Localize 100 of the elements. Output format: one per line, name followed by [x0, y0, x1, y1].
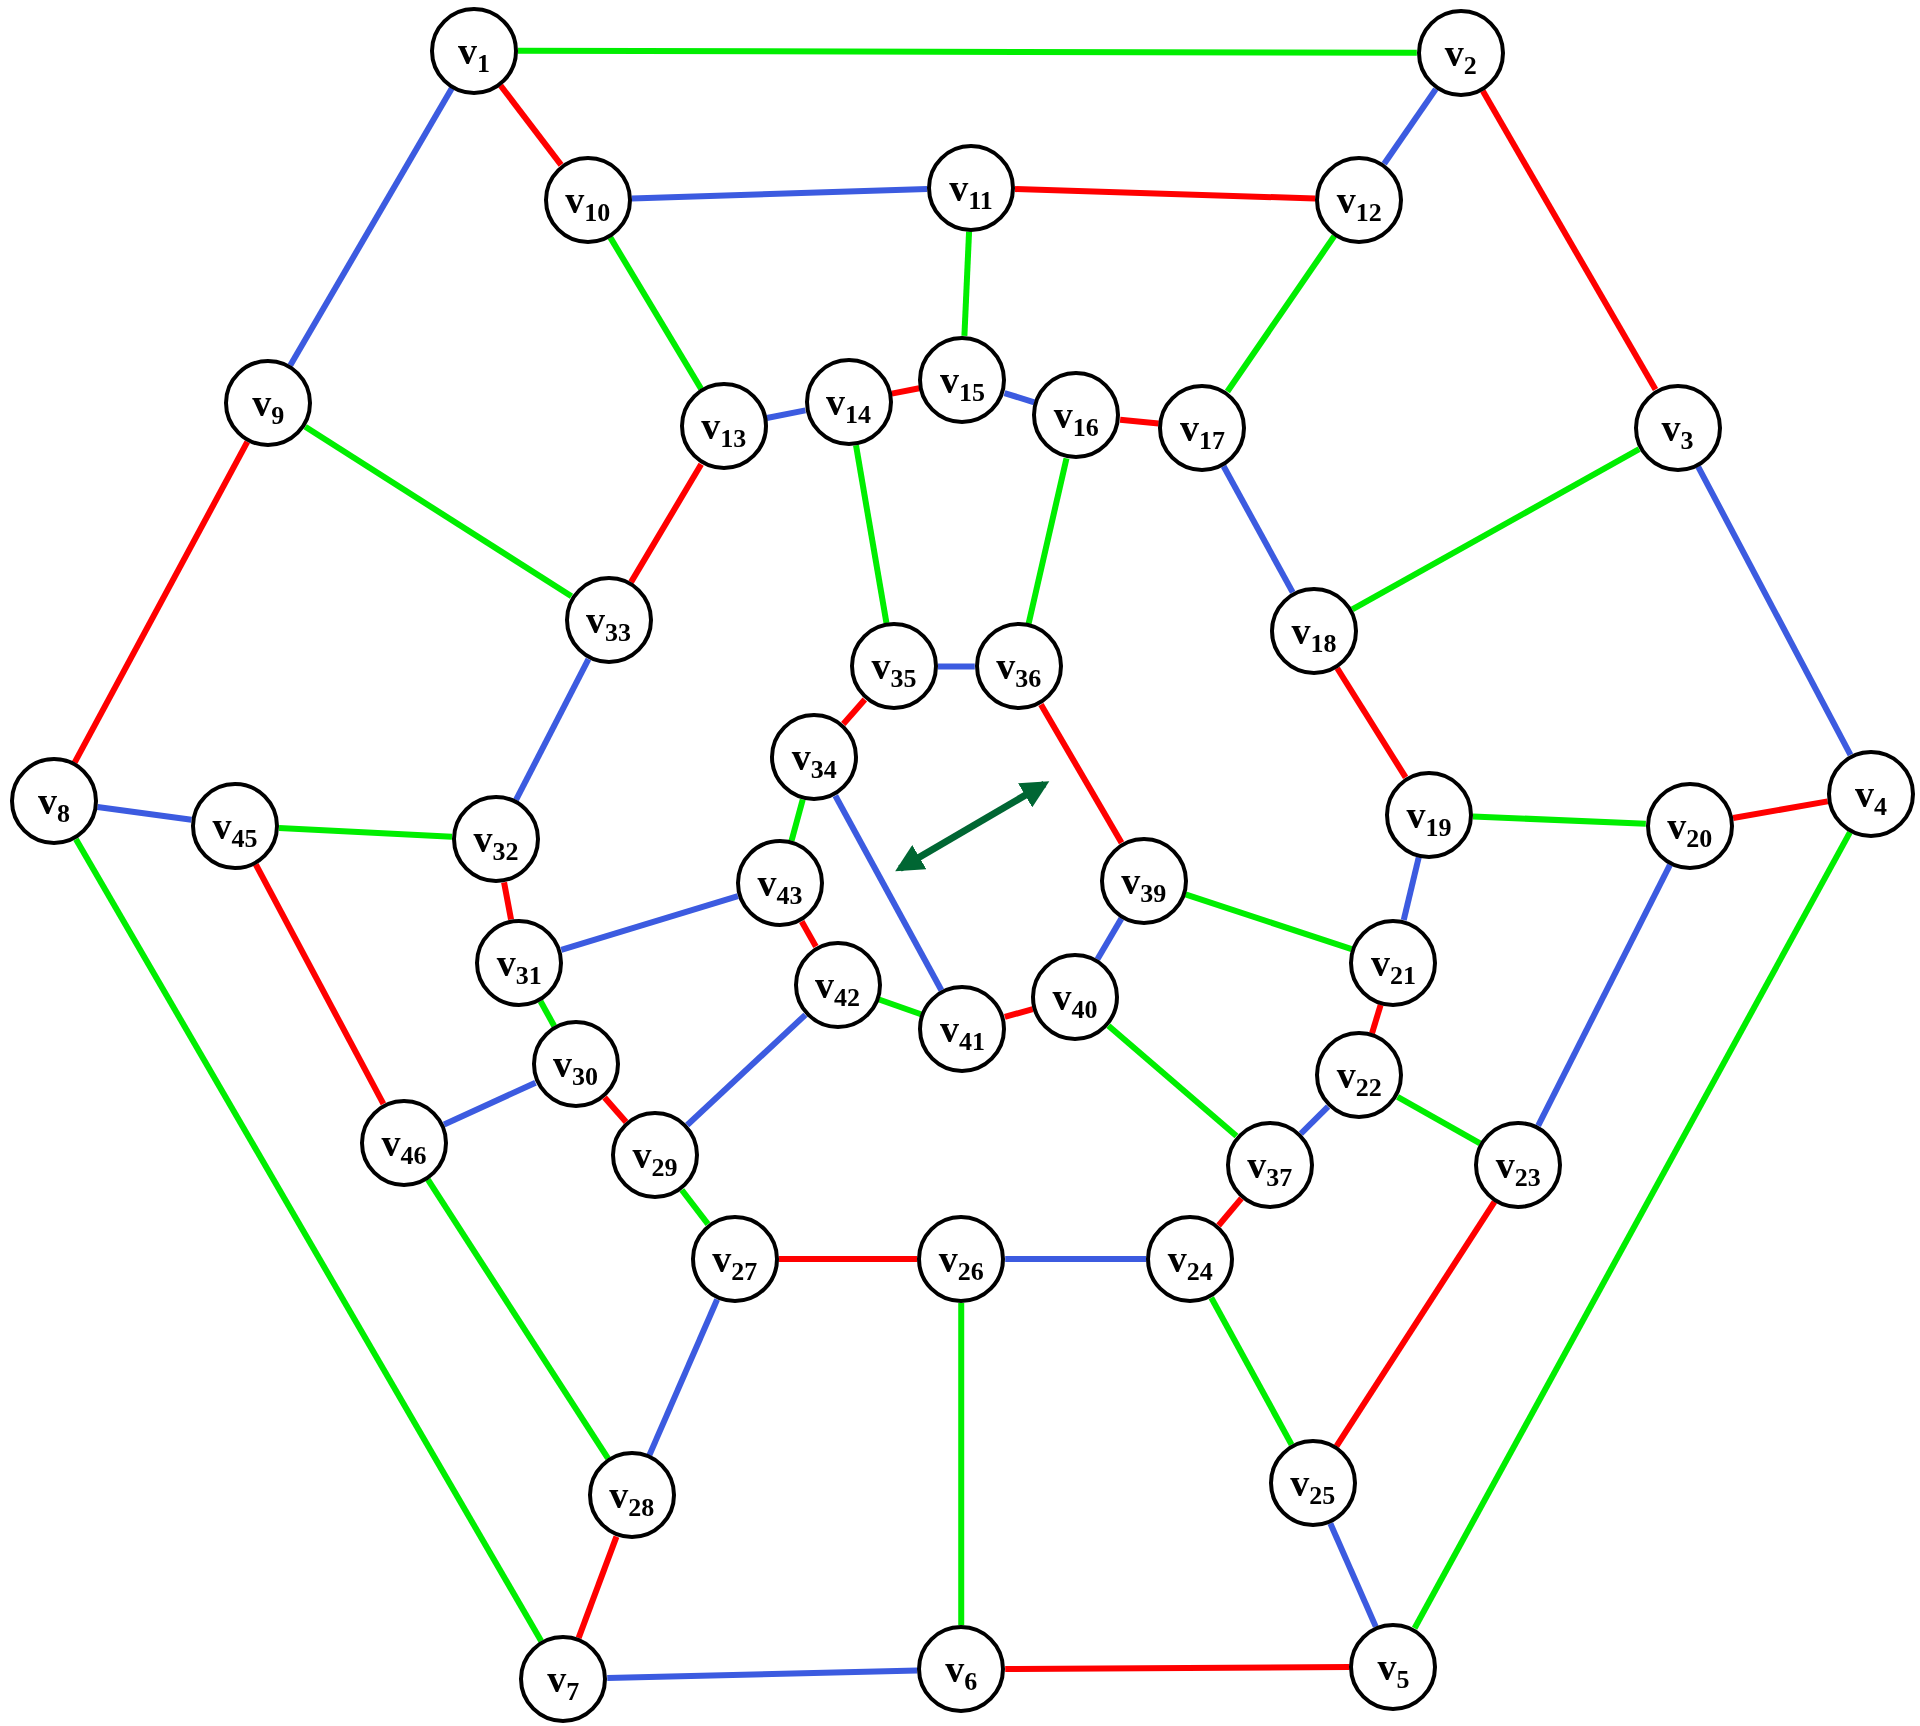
graph-edge — [72, 440, 250, 764]
graph-edge — [1003, 1006, 1034, 1020]
graph-edge — [1334, 1200, 1497, 1448]
graph-edge — [303, 424, 574, 599]
vertex-label: v$_{5}$ — [1377, 1647, 1410, 1686]
graph-edge — [1003, 390, 1036, 406]
graph-edge — [1350, 446, 1641, 613]
vertex-label: v$_{2}$ — [1444, 33, 1477, 72]
vertex-label: v$_{33}$ — [586, 600, 632, 639]
graph-edge — [832, 794, 945, 992]
vertex-label: v$_{27}$ — [712, 1240, 758, 1279]
graph-edge — [560, 893, 739, 953]
graph-edge — [1472, 813, 1646, 827]
graph-edge — [628, 462, 704, 584]
graph-edge — [517, 47, 1417, 56]
vertex-label: v$_{34}$ — [791, 738, 837, 777]
graph-edge — [778, 1256, 918, 1263]
vertex-label: v$_{29}$ — [632, 1136, 678, 1174]
vertex-label: v$_{26}$ — [938, 1240, 984, 1279]
graph-edge — [1038, 702, 1125, 845]
graph-edge — [1369, 1004, 1384, 1035]
vertex-label: v$_{7}$ — [547, 1660, 580, 1699]
graph-edge — [498, 83, 564, 167]
graph-edge — [1216, 1196, 1244, 1228]
vertex-label: v$_{35}$ — [871, 647, 917, 686]
graph-edge — [891, 385, 920, 397]
vertex-label: v$_{18}$ — [1291, 611, 1337, 650]
graph-edge — [602, 1095, 629, 1124]
vertex-label: v$_{15}$ — [939, 360, 985, 399]
graph-edge — [537, 999, 557, 1028]
vertex-label: v$_{6}$ — [945, 1650, 978, 1689]
vertex-label: v$_{19}$ — [1406, 795, 1452, 834]
vertex-label: v$_{31}$ — [496, 943, 542, 982]
graph-edge — [788, 798, 806, 842]
graph-edge — [1400, 856, 1422, 921]
graph-edge — [1094, 917, 1124, 961]
vertex-label: v$_{17}$ — [1179, 408, 1225, 447]
graph-edge — [1381, 87, 1439, 166]
graph-edge — [287, 87, 455, 367]
graph-edge — [1208, 1296, 1295, 1446]
vertex-label: v$_{14}$ — [826, 382, 872, 421]
graph-edge — [853, 444, 890, 624]
graph-edge — [1396, 1094, 1482, 1146]
vertex-label: v$_{37}$ — [1247, 1145, 1293, 1184]
graph-edge — [607, 1667, 918, 1681]
graph-edge — [425, 1178, 611, 1461]
graph-edge — [958, 1303, 965, 1626]
vertex-label: v$_{40}$ — [1052, 978, 1098, 1017]
graph-edge — [1732, 798, 1829, 821]
vertex-label: v$_{13}$ — [701, 407, 747, 446]
vertex-label: v$_{25}$ — [1290, 1464, 1336, 1503]
vertex-label: v$_{46}$ — [381, 1123, 427, 1162]
graph-edge — [937, 663, 975, 670]
vertex-label: v$_{9}$ — [252, 384, 285, 423]
vertex-label: v$_{43}$ — [757, 864, 803, 903]
vertex-label: v$_{21}$ — [1370, 943, 1416, 982]
graph-edge — [278, 824, 453, 840]
vertex-label: v$_{20}$ — [1667, 806, 1713, 845]
vertex-label: v$_{28}$ — [609, 1476, 655, 1515]
vertex-circle — [1225, 1120, 1314, 1209]
vertex-label: v$_{23}$ — [1495, 1145, 1541, 1184]
vertex-label: v$_{45}$ — [212, 806, 258, 845]
graph-edge — [799, 920, 819, 948]
vertex-label: v$_{39}$ — [1121, 861, 1167, 900]
graph-edge — [1220, 464, 1296, 594]
graph-edge — [685, 1012, 808, 1128]
graph-edge — [1184, 891, 1353, 952]
graph-edge — [841, 697, 868, 726]
graph-edge — [766, 407, 806, 421]
graph-edge — [575, 1535, 620, 1639]
graph-edge — [631, 186, 928, 202]
vertex-label: v$_{4}$ — [1855, 774, 1887, 813]
graph-edge — [1014, 186, 1316, 202]
vertex-label: v$_{12}$ — [1336, 180, 1382, 219]
graph-edge — [97, 804, 192, 823]
graph-edge — [1334, 666, 1409, 779]
graph-edge — [1695, 465, 1854, 757]
graph-edge — [1224, 234, 1337, 394]
vertex-label: v$_{3}$ — [1661, 408, 1694, 447]
graph-edge — [1005, 1664, 1350, 1673]
graph-edge — [1327, 1522, 1379, 1628]
graph-edge — [646, 1298, 720, 1457]
graph-edge — [1298, 1104, 1331, 1136]
graph-edge — [442, 1079, 537, 1128]
graph-edge — [501, 881, 514, 921]
vertex-label: v$_{8}$ — [37, 782, 70, 821]
graph-edge — [1411, 830, 1853, 1630]
vertex-label: v$_{42}$ — [815, 965, 861, 1004]
graph-edge — [73, 837, 544, 1643]
vertex-label: v$_{36}$ — [996, 647, 1042, 686]
graph-edge — [961, 231, 973, 337]
vertex-label: v$_{16}$ — [1053, 396, 1099, 435]
graph-edge — [1005, 1256, 1147, 1263]
vertex-label: v$_{41}$ — [939, 1009, 985, 1048]
vertex-label: v$_{30}$ — [553, 1045, 598, 1084]
vertex-label: v$_{1}$ — [457, 31, 490, 70]
graph-edge — [878, 996, 922, 1018]
graph-edge — [679, 1188, 711, 1226]
vertex-label: v$_{32}$ — [473, 820, 519, 859]
graph-edge — [1106, 1023, 1239, 1139]
